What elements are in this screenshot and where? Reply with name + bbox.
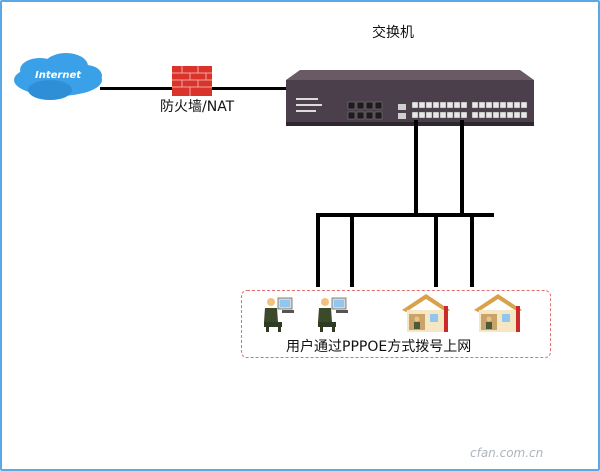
- users-group-box: [241, 290, 551, 358]
- internet-cloud-icon: [14, 53, 102, 100]
- lan-wires: [316, 120, 494, 287]
- user-computer-icon: [318, 297, 348, 332]
- switch-icon: [286, 70, 534, 126]
- house-icon: [474, 294, 522, 332]
- watermark: cfan.com.cn: [470, 446, 544, 460]
- users-caption: 用户通过PPPOE方式拨号上网: [286, 339, 472, 355]
- internet-label: Internet: [34, 70, 81, 81]
- house-icon: [402, 294, 450, 332]
- user-computer-icon: [264, 297, 294, 332]
- firewall-label: 防火墙/NAT: [160, 99, 235, 115]
- firewall-icon: [172, 66, 212, 96]
- switch-label: 交换机: [372, 25, 414, 41]
